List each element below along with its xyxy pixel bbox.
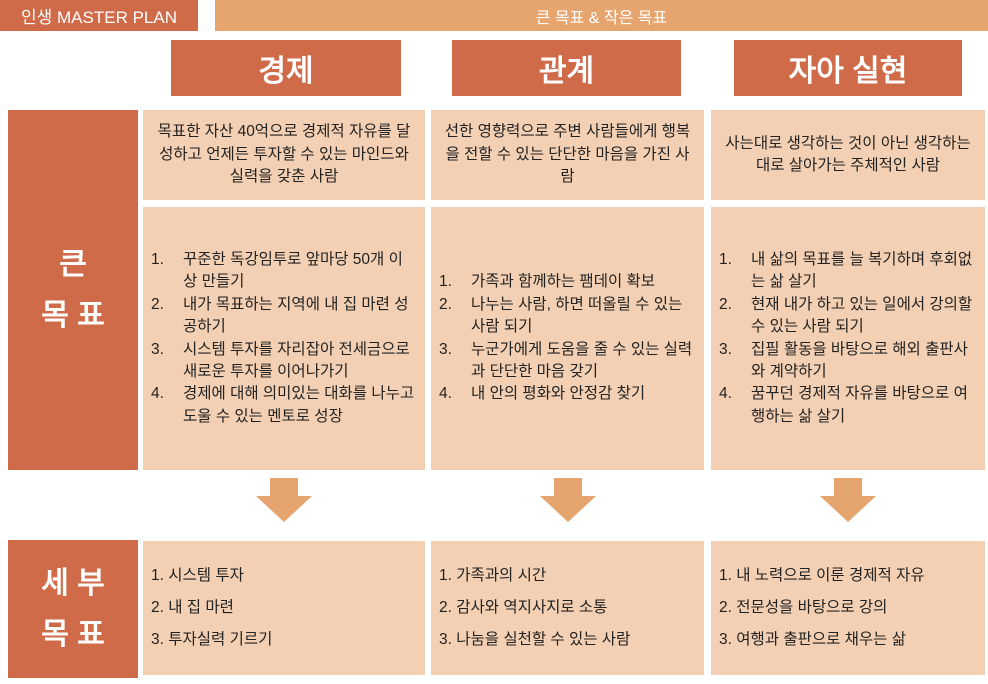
goal-item: 3. 집필 활동을 바탕으로 해외 출판사와 계약하기 xyxy=(719,339,977,384)
goal-number: 1. xyxy=(151,250,164,268)
big-goals-list: 1. 꾸준한 독강임투로 앞마당 50개 이상 만들기 2. 내가 목표하는 지역에 … xyxy=(143,207,425,470)
down-arrow-icon xyxy=(820,478,876,522)
goal-number: 4. xyxy=(719,385,732,403)
goal-number: 3. xyxy=(439,340,452,358)
goal-text: 내 삶의 목표를 늘 복기하며 후회없는 삶 살기 xyxy=(751,250,973,291)
detail-item: 2. 감사와 역지사지로 소통 xyxy=(439,599,608,616)
goal-number: 3. xyxy=(719,340,732,358)
detail-item: 3. 여행과 출판으로 채우는 삶 xyxy=(719,631,907,648)
goal-number: 2. xyxy=(439,295,452,313)
row-label-line: 목 표 xyxy=(41,299,105,332)
goal-item: 2. 나누는 사람, 하면 떠올릴 수 있는 사람 되기 xyxy=(439,294,696,339)
row-label-line: 목 표 xyxy=(41,618,105,651)
goal-item: 2. 현재 내가 하고 있는 일에서 강의할 수 있는 사람 되기 xyxy=(719,294,977,339)
goal-number: 2. xyxy=(719,295,732,313)
detail-item: 1. 내 노력으로 이룬 경제적 자유 xyxy=(719,567,925,584)
goal-item: 1. 꾸준한 독강임투로 앞마당 50개 이상 만들기 xyxy=(151,249,417,294)
goal-item: 4. 경제에 대해 의미있는 대화를 나누고 도울 수 있는 멘토로 성장 xyxy=(151,383,417,428)
column-summary: 사는대로 생각하는 것이 아닌 생각하는 대로 살아가는 주체적인 사람 xyxy=(711,110,985,200)
goal-number: 3. xyxy=(151,340,164,358)
detail-item: 3. 투자실력 기르기 xyxy=(151,631,273,648)
goal-number: 1. xyxy=(719,250,732,268)
goal-text: 경제에 대해 의미있는 대화를 나누고 도울 수 있는 멘토로 성장 xyxy=(183,385,415,425)
goal-item: 3. 시스템 투자를 자리잡아 전세금으로 새로운 투자를 이어나가기 xyxy=(151,339,417,384)
column-summary: 목표한 자산 40억으로 경제적 자유를 달성하고 언제든 투자할 수 있는 마… xyxy=(143,110,425,200)
column-summary: 선한 영향력으로 주변 사람들에게 행복을 전할 수 있는 단단한 마음을 가진… xyxy=(431,110,704,200)
goal-text: 꿈꾸던 경제적 자유를 바탕으로 여행하는 삶 살기 xyxy=(751,385,968,425)
goal-item: 4. 내 안의 평화와 안정감 찾기 xyxy=(439,383,696,405)
row-label-line: 큰 xyxy=(59,248,87,281)
detail-goals-list: 1. 시스템 투자 2. 내 집 마련 3. 투자실력 기르기 xyxy=(143,541,425,675)
goal-item: 2. 내가 목표하는 지역에 내 집 마련 성공하기 xyxy=(151,294,417,339)
goal-item: 4. 꿈꾸던 경제적 자유를 바탕으로 여행하는 삶 살기 xyxy=(719,383,977,428)
down-arrow-icon xyxy=(539,478,596,522)
detail-item: 3. 나눔을 실천할 수 있는 사람 xyxy=(439,631,631,648)
detail-goals-list: 1. 내 노력으로 이룬 경제적 자유 2. 전문성을 바탕으로 강의 3. 여행과… xyxy=(711,541,985,675)
goal-text: 내가 목표하는 지역에 내 집 마련 성공하기 xyxy=(183,295,409,336)
goal-number: 2. xyxy=(151,295,164,313)
column-header: 자아 실현 xyxy=(734,40,962,96)
goal-number: 4. xyxy=(439,385,452,403)
summary-text: 선한 영향력으로 주변 사람들에게 행복을 전할 수 있는 단단한 마음을 가진… xyxy=(444,123,691,186)
goal-item: 3. 누군가에게 도움을 줄 수 있는 실력과 단단한 마음 갖기 xyxy=(439,339,696,384)
summary-text: 목표한 자산 40억으로 경제적 자유를 달성하고 언제든 투자할 수 있는 마… xyxy=(157,123,411,186)
big-goals-list: 1. 내 삶의 목표를 늘 복기하며 후회없는 삶 살기 2. 현재 내가 하고 있는… xyxy=(711,207,985,470)
goal-text: 현재 내가 하고 있는 일에서 강의할 수 있는 사람 되기 xyxy=(751,295,973,336)
row-label-detail-goals: 세 부 목 표 xyxy=(8,540,138,678)
row-label-big-goals: 큰 목 표 xyxy=(8,110,138,470)
detail-goals-list: 1. 가족과의 시간 2. 감사와 역지사지로 소통 3. 나눔을 실천할 수 있는… xyxy=(431,541,704,675)
goal-text: 나누는 사람, 하면 떠올릴 수 있는 사람 되기 xyxy=(471,295,683,336)
goal-text: 꾸준한 독강임투로 앞마당 50개 이상 만들기 xyxy=(183,250,403,291)
summary-text: 사는대로 생각하는 것이 아닌 생각하는 대로 살아가는 주체적인 사람 xyxy=(725,134,971,174)
topbar-title: 큰 목표 & 작은 목표 xyxy=(215,0,988,31)
goal-number: 4. xyxy=(151,385,164,403)
goal-text: 시스템 투자를 자리잡아 전세금으로 새로운 투자를 이어나가기 xyxy=(183,340,410,380)
goal-number: 1. xyxy=(439,273,452,291)
goal-text: 집필 활동을 바탕으로 해외 출판사와 계약하기 xyxy=(751,340,968,380)
goal-item: 1. 가족과 함께하는 팸데이 확보 xyxy=(439,271,696,293)
detail-item: 1. 가족과의 시간 xyxy=(439,567,547,584)
goal-text: 내 안의 평화와 안정감 찾기 xyxy=(471,385,646,403)
detail-item: 2. 내 집 마련 xyxy=(151,599,234,616)
big-goals-list: 1. 가족과 함께하는 팸데이 확보 2. 나누는 사람, 하면 떠올릴 수 있는 사… xyxy=(431,207,704,470)
goal-text: 가족과 함께하는 팸데이 확보 xyxy=(471,273,656,291)
detail-item: 1. 시스템 투자 xyxy=(151,567,244,584)
column-header: 관계 xyxy=(452,40,681,96)
detail-item: 2. 전문성을 바탕으로 강의 xyxy=(719,599,888,616)
goal-text: 누군가에게 도움을 줄 수 있는 실력과 단단한 마음 갖기 xyxy=(471,340,693,380)
column-header: 경제 xyxy=(171,40,401,96)
plan-title: 인생 MASTER PLAN xyxy=(0,0,198,31)
row-label-line: 세 부 xyxy=(41,567,105,600)
down-arrow-icon xyxy=(256,478,312,522)
goal-item: 1. 내 삶의 목표를 늘 복기하며 후회없는 삶 살기 xyxy=(719,249,977,294)
